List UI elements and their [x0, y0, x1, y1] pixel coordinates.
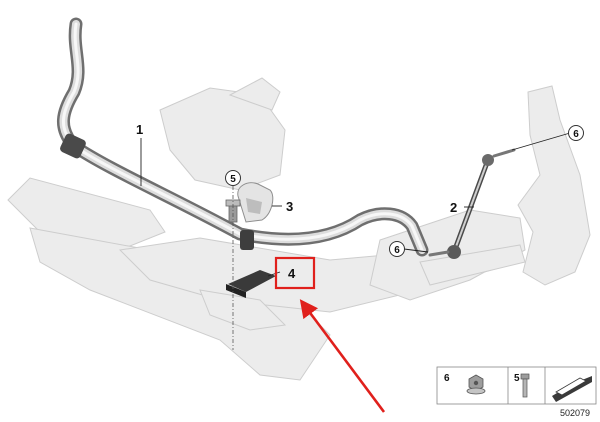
link-rod-item-2	[428, 148, 516, 259]
bracket-item-3	[237, 182, 274, 223]
highlight-arrow	[299, 299, 386, 413]
callout-circle-6-right: 6	[568, 125, 584, 141]
callout-circle-5: 5	[225, 170, 241, 186]
callout-circle-6-mid: 6	[389, 241, 405, 257]
legend-label-bolt: 5	[514, 373, 520, 384]
svg-text:6: 6	[394, 245, 400, 256]
svg-text:6: 6	[573, 129, 579, 140]
stabilizer-bar	[57, 17, 429, 257]
leader-lines	[140, 132, 571, 277]
callout-3: 3	[286, 199, 293, 214]
flange-nut-icon	[466, 374, 486, 395]
callout-1: 1	[136, 122, 143, 137]
callout-2: 2	[450, 200, 457, 215]
highlight-box	[274, 256, 316, 290]
reference-number: 502079	[560, 408, 590, 418]
callout-4: 4	[288, 266, 296, 281]
subframe	[7, 77, 591, 381]
bracket-shape-icon	[552, 376, 592, 402]
legend-label-nut: 6	[444, 373, 450, 384]
bar-bushing	[240, 230, 254, 250]
fastener-legend: 6 5	[436, 366, 597, 405]
bar-mount-left	[60, 133, 86, 159]
clamp-bracket-item-4	[226, 270, 276, 298]
hex-bolt-icon	[520, 373, 530, 398]
svg-text:5: 5	[230, 174, 236, 185]
